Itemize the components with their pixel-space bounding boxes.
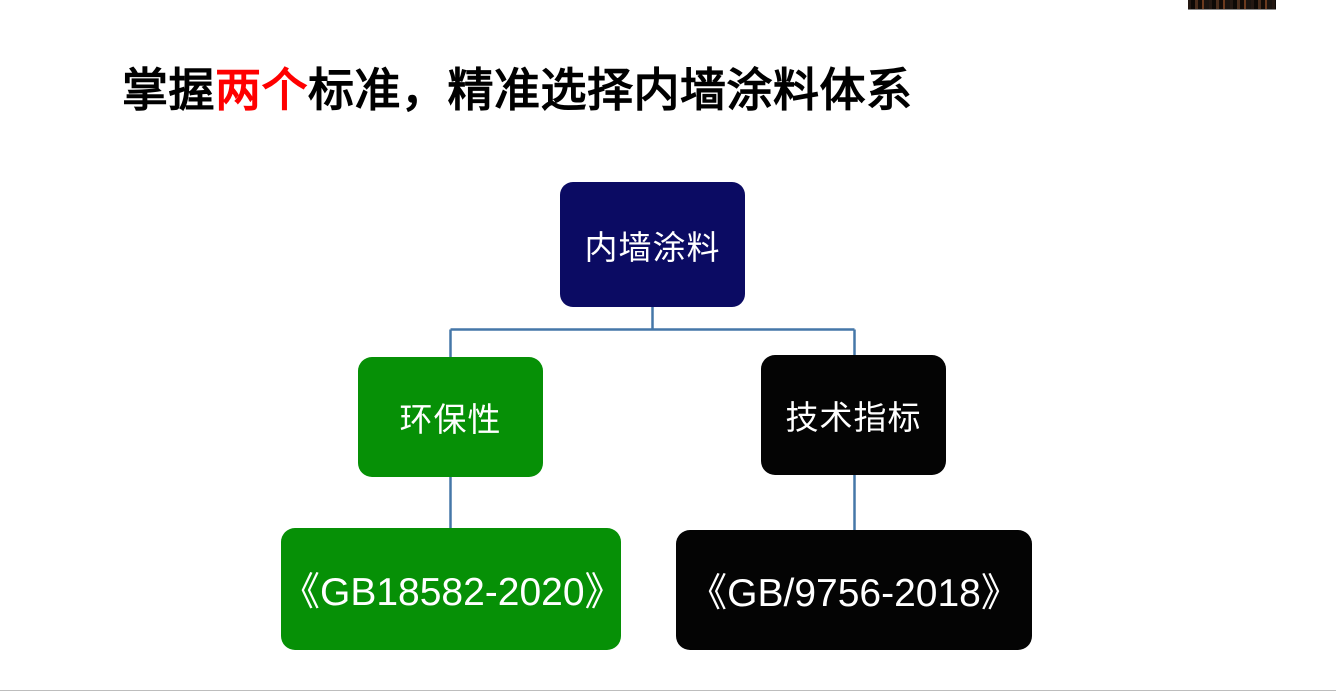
page-title: 掌握两个标准，精准选择内墙涂料体系 xyxy=(122,59,1122,121)
diagram-node-root[interactable]: 内墙涂料 xyxy=(560,182,745,307)
diagram-node-leaf-gb9756[interactable]: 《GB/9756-2018》 xyxy=(676,530,1032,650)
diagram-node-branch-environmental[interactable]: 环保性 xyxy=(358,357,543,477)
bottom-divider xyxy=(0,690,1336,691)
title-suffix: 标准，精准选择内墙涂料体系 xyxy=(308,63,913,116)
title-prefix: 掌握 xyxy=(122,63,215,116)
diagram-node-leaf-gb18582[interactable]: 《GB18582-2020》 xyxy=(281,528,624,650)
title-highlight: 两个 xyxy=(215,63,308,116)
diagram-node-branch-technical[interactable]: 技术指标 xyxy=(761,355,946,475)
top-right-image-artifact xyxy=(1188,0,1276,10)
